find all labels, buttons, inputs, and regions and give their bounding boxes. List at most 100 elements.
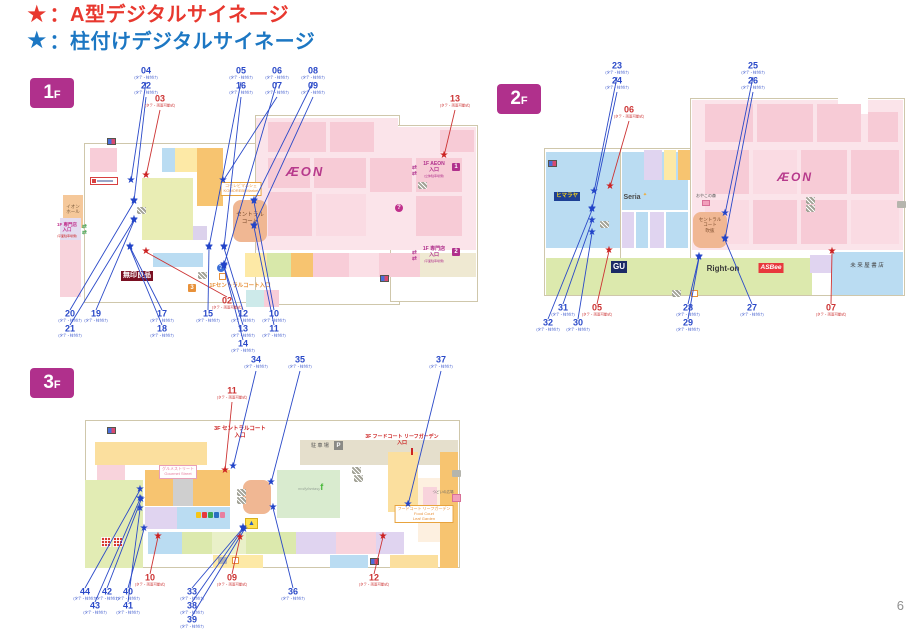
callout-12-3f: 12(タテ・両面可動式) bbox=[359, 573, 389, 587]
star-07-2f: ★ bbox=[827, 246, 837, 257]
callout-19-1f: 19(タテ・柱付け) bbox=[84, 309, 107, 323]
escalator-icon bbox=[806, 197, 815, 204]
logo-text-bar bbox=[97, 180, 113, 182]
callout-number: 02 bbox=[221, 295, 232, 306]
kids-space-icon bbox=[702, 200, 710, 206]
callout-number: 20 bbox=[64, 308, 75, 319]
escalator-icon bbox=[352, 467, 361, 474]
callout-number: 05 bbox=[235, 65, 246, 76]
callout-sub-label: (タテ・柱付け) bbox=[83, 610, 107, 615]
logo-mark bbox=[92, 179, 96, 183]
callout-number: 33 bbox=[186, 586, 197, 597]
callout-sub-label: (タテ・両面可動式) bbox=[216, 582, 248, 587]
escalator-icon bbox=[418, 182, 427, 189]
callout-sub-label: (タテ・柱付け) bbox=[551, 312, 575, 317]
star-11-1f: ★ bbox=[249, 221, 259, 232]
entrance-arrows-icon: ⇄ ⇄ bbox=[412, 250, 418, 262]
star-19-1f: ★ bbox=[129, 215, 139, 226]
callout-sub-label: (タテ・柱付け) bbox=[150, 333, 174, 338]
tenant-block bbox=[753, 150, 797, 194]
elevator-icon bbox=[897, 201, 906, 208]
callout-sub-label: (タテ・柱付け) bbox=[566, 327, 590, 332]
oyako-no-mori-label: おやこの森 bbox=[696, 193, 716, 198]
callout-number: 23 bbox=[611, 60, 622, 71]
callout-07-2f: 07(タテ・両面可動式) bbox=[816, 303, 846, 317]
logo-f-mark: f bbox=[320, 482, 324, 492]
callout-03-1f: 03(タテ・両面可動式) bbox=[145, 94, 175, 108]
star-35-3f: ★ bbox=[266, 477, 276, 488]
star-25-2f: ★ bbox=[720, 208, 730, 219]
tenant-block bbox=[705, 104, 753, 142]
entrance-3f-central-court: 3F セントラルコート 入口 bbox=[214, 426, 266, 439]
tenant-block bbox=[705, 150, 749, 194]
tenant-block bbox=[336, 532, 376, 554]
callout-number: 12 bbox=[368, 572, 379, 583]
callout-11-3f: 11(タテ・両面可動式) bbox=[217, 386, 247, 400]
tenant-block bbox=[193, 470, 230, 506]
pillar-label: ：柱付けデジタルサイネージ bbox=[49, 30, 316, 53]
logo-tile bbox=[202, 512, 207, 518]
callout-40-3f: 40(タテ・柱付け) bbox=[116, 587, 139, 601]
elevator-icon bbox=[452, 470, 461, 477]
seria-logo: Seria bbox=[623, 194, 641, 201]
callout-07-1f: 07(タテ・柱付け) bbox=[265, 81, 288, 95]
star-03-1f: ★ bbox=[141, 170, 151, 181]
star-36-3f: ★ bbox=[268, 502, 278, 513]
tenant-block bbox=[316, 194, 366, 236]
restroom-icon bbox=[380, 275, 389, 282]
tenant-block bbox=[246, 290, 264, 307]
entrance-arrows-icon: ⇄ ⇄ bbox=[82, 224, 88, 236]
tenant-block bbox=[644, 150, 662, 180]
logo-tile bbox=[196, 512, 201, 518]
right-on-logo: Right-on bbox=[706, 264, 740, 273]
callout-29-2f: 29(タテ・柱付け) bbox=[676, 318, 699, 332]
callout-13-1f: 13(タテ・両面可動式) bbox=[440, 94, 470, 108]
callout-18-1f: 18(タテ・柱付け) bbox=[150, 324, 173, 338]
floor-number: 2 bbox=[510, 88, 521, 109]
callout-35-3f: 35(タテ・柱付け) bbox=[288, 355, 311, 369]
floor-suffix: F bbox=[53, 89, 61, 101]
gourmet-street-label: グルメストリート Gourmet Street bbox=[159, 465, 197, 479]
callout-32-2f: 32(タテ・柱付け) bbox=[536, 318, 559, 332]
callout-sub-label: (タテ・柱付け) bbox=[301, 90, 325, 95]
star-31-2f: ★ bbox=[587, 215, 597, 226]
callout-sub-label: (タテ・両面可動式) bbox=[613, 114, 645, 119]
entrance-1f-senmon-left-sub: (平面駐車場側) bbox=[57, 234, 77, 238]
callout-sub-label: (タテ・柱付け) bbox=[58, 318, 82, 323]
callout-41-3f: 41(タテ・柱付け) bbox=[116, 601, 139, 615]
tenant-block bbox=[868, 112, 898, 142]
food-court-leaf-garden-label: フードコート リーフガーデン Food Court Leaf Garden bbox=[394, 505, 454, 524]
callout-number: 36 bbox=[287, 586, 298, 597]
star-02-1f: ★ bbox=[141, 246, 151, 257]
callout-number: 09 bbox=[226, 572, 237, 583]
callout-sub-label: (タテ・柱付け) bbox=[229, 90, 253, 95]
tenant-block bbox=[817, 104, 861, 142]
floor-suffix: F bbox=[53, 379, 61, 391]
floor-number: 3 bbox=[43, 372, 54, 393]
callout-06-2f: 06(タテ・両面可動式) bbox=[614, 105, 644, 119]
callout-sub-label: (タテ・柱付け) bbox=[605, 85, 629, 90]
gu-logo: GU bbox=[611, 261, 627, 273]
tenant-block bbox=[757, 104, 813, 142]
callout-sub-label: (タテ・両面可動式) bbox=[815, 312, 847, 317]
tenant-block bbox=[810, 255, 832, 273]
callout-sub-label: (タテ・柱付け) bbox=[265, 90, 289, 95]
callout-sub-label: (タテ・柱付け) bbox=[231, 348, 255, 353]
callout-28-2f: 28(タテ・柱付け) bbox=[676, 303, 699, 317]
callout-number: 16 bbox=[235, 80, 246, 91]
callout-number: 07 bbox=[825, 302, 836, 313]
callout-number: 27 bbox=[746, 302, 757, 313]
entrance-1f-senmon-left: 1F 専門店 入口 bbox=[56, 222, 78, 233]
callout-number: 39 bbox=[186, 614, 197, 625]
restroom-icon bbox=[548, 160, 557, 167]
tenant-block bbox=[243, 480, 271, 514]
callout-09-3f: 09(タテ・両面可動式) bbox=[217, 573, 247, 587]
tenant-block bbox=[60, 240, 81, 297]
legend: ★ ：A型デジタルサイネージ ★ ：柱付けデジタルサイネージ bbox=[26, 1, 316, 55]
star-09-3f: ★ bbox=[235, 532, 245, 543]
tenant-block bbox=[173, 470, 193, 506]
aeon-logo-2f: ÆON bbox=[777, 170, 813, 184]
